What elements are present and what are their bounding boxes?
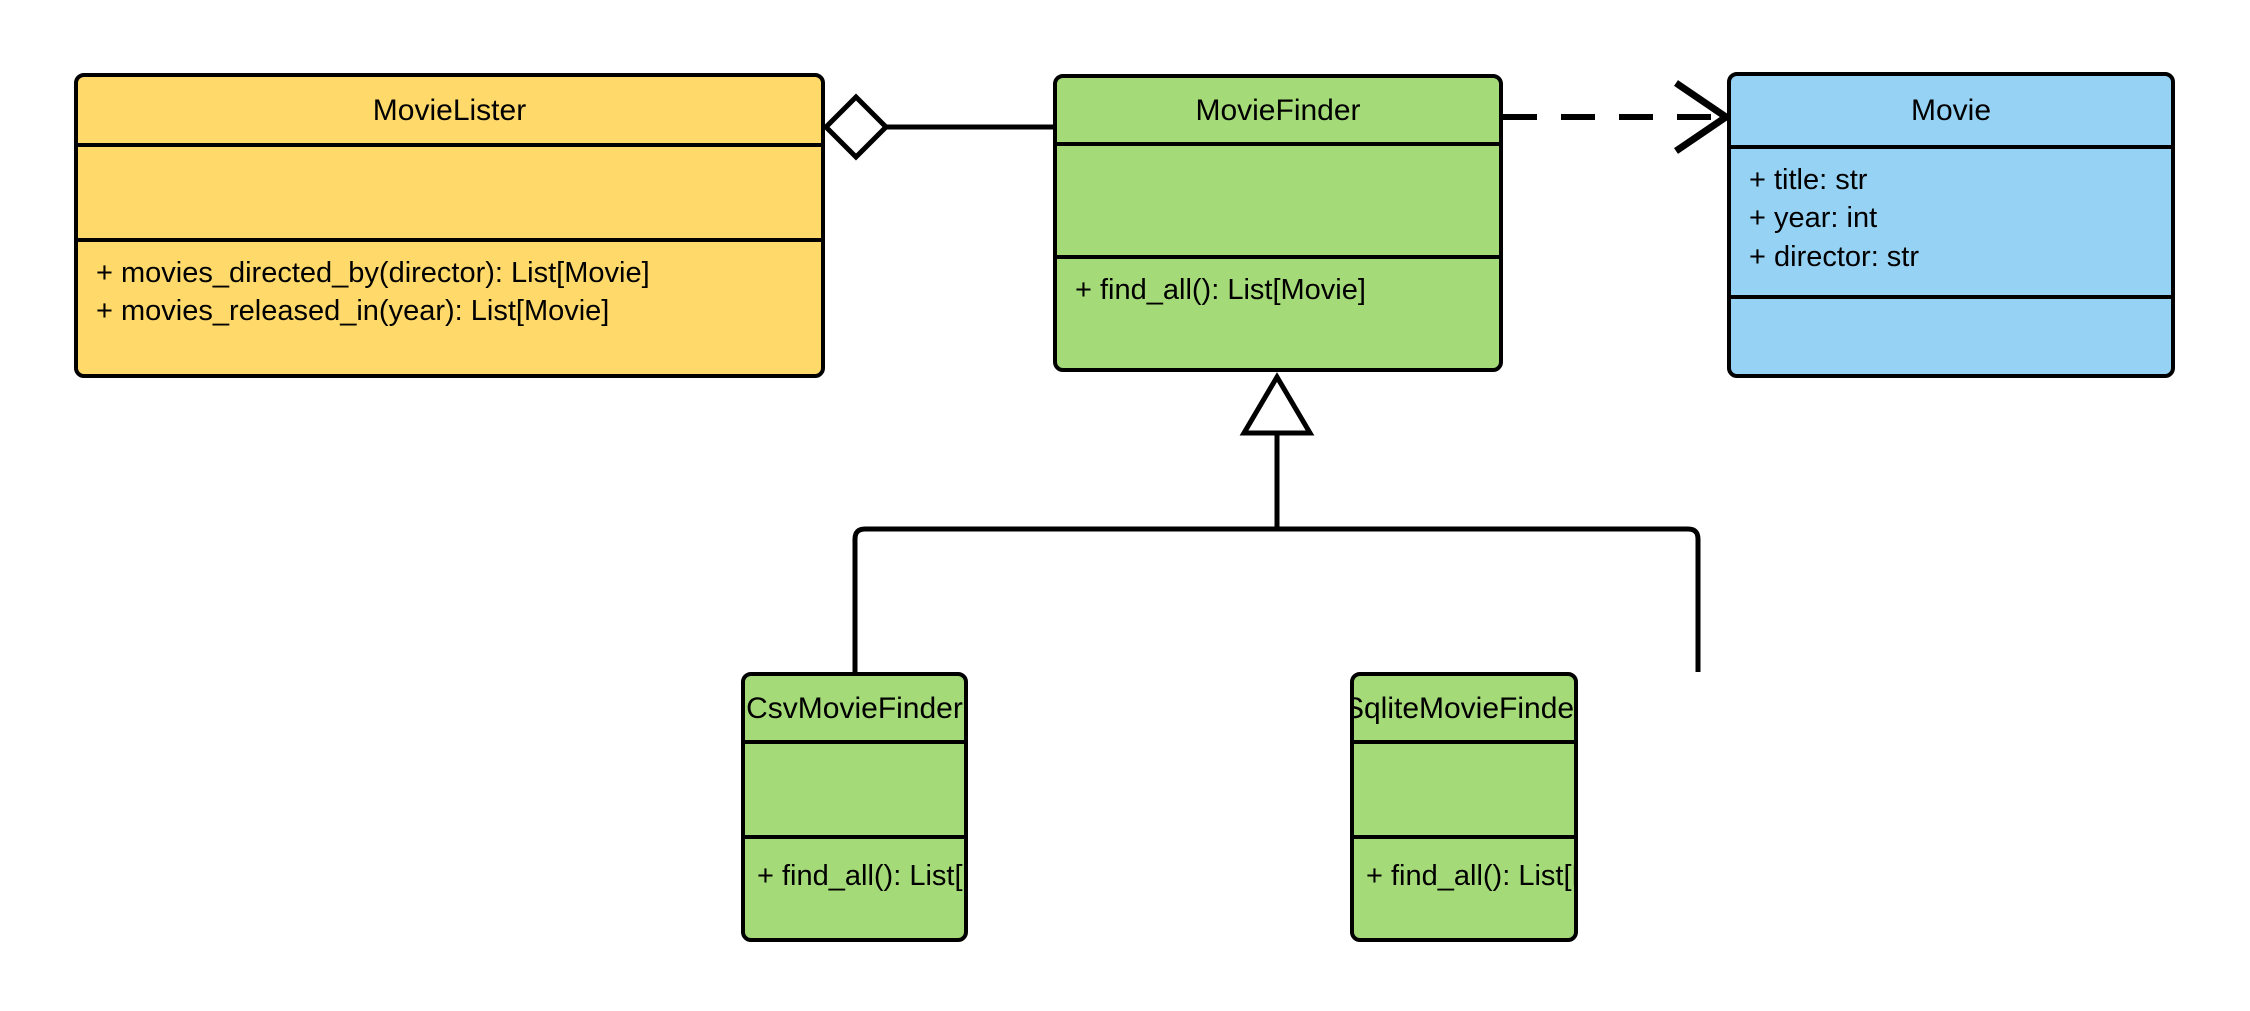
open-arrowhead-icon [1674, 80, 1733, 154]
class-name-sqlite-movie-finder: SqliteMovieFinder [1354, 691, 1574, 725]
hollow-diamond-icon [822, 93, 890, 161]
hollow-triangle-icon [1239, 372, 1315, 436]
attribute-item: + director: str [1749, 240, 1920, 273]
method-item: + movies_directed_by(director): List[Mov… [96, 257, 650, 289]
edge-generalization-tree[interactable] [852, 372, 1701, 672]
edge-dependency-finder-movie[interactable] [1503, 80, 1733, 154]
attribute-item: + title: str [1749, 164, 1868, 196]
methods-compartment-movie-lister: + movies_directed_by(director): List[Mov… [78, 238, 821, 374]
class-name-movie: Movie [1910, 94, 1992, 127]
class-box-movie-finder[interactable]: MovieFinder + find_all(): List[Movie] [1053, 74, 1503, 372]
attributes-compartment-movie-lister [78, 143, 821, 238]
class-name-movie-finder: MovieFinder [1195, 93, 1361, 127]
class-name-movie-lister: MovieLister [372, 93, 527, 127]
attribute-item: + year: int [1749, 202, 1878, 235]
generalization-branch-bar [852, 526, 1701, 672]
class-box-movie-lister[interactable]: MovieLister + movies_directed_by(directo… [74, 73, 825, 378]
class-box-sqlite-movie-finder[interactable]: SqliteMovieFinder + find_all(): List[Mov… [1350, 672, 1578, 942]
method-item: + find_all(): List[Movie] [1075, 274, 1366, 306]
methods-compartment-sqlite-movie-finder: + find_all(): List[Movie] [1354, 835, 1574, 938]
method-item: + movies_released_in(year): List[Movie] [96, 295, 610, 328]
method-item: + find_all(): List[Movie] [1366, 860, 1574, 892]
class-box-csv-movie-finder[interactable]: CsvMovieFinder + find_all(): List[Movie] [741, 672, 968, 942]
attributes-compartment-sqlite-movie-finder [1354, 740, 1574, 835]
attributes-compartment-movie-finder [1057, 142, 1499, 255]
class-name-csv-movie-finder: CsvMovieFinder [746, 691, 963, 725]
attributes-compartment-movie: + title: str + year: int + director: str [1731, 145, 2171, 295]
methods-compartment-movie-finder: + find_all(): List[Movie] [1057, 255, 1499, 368]
methods-compartment-csv-movie-finder: + find_all(): List[Movie] [745, 835, 964, 938]
attributes-compartment-csv-movie-finder [745, 740, 964, 835]
method-item: + find_all(): List[Movie] [757, 860, 964, 892]
edge-aggregation-lister-finder[interactable] [822, 93, 1053, 161]
class-box-movie[interactable]: Movie + title: str + year: int + directo… [1727, 72, 2175, 378]
methods-compartment-movie [1731, 295, 2171, 374]
